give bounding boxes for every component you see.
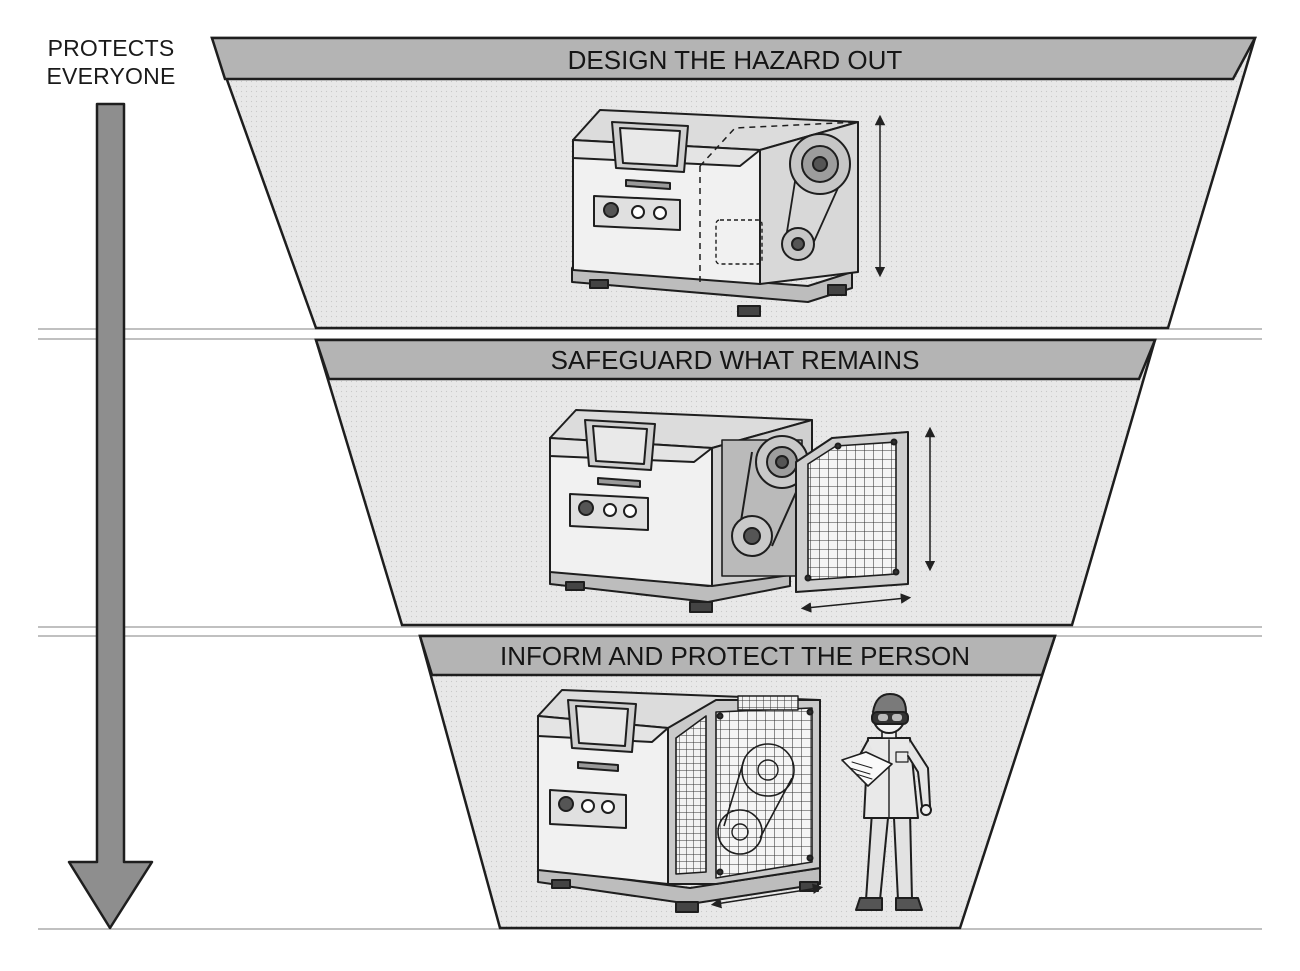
arrow-label-line-2: EVERYONE xyxy=(46,63,176,89)
tier-2: SAFEGUARD WHAT REMAINS xyxy=(314,338,1157,627)
machine-hidden-drive-illustration xyxy=(571,109,886,317)
protects-everyone-arrow xyxy=(67,102,154,930)
tier-1: DESIGN THE HAZARD OUT xyxy=(210,36,1258,330)
tier-1-title: DESIGN THE HAZARD OUT xyxy=(568,45,903,75)
machine-mesh-guard-illustration xyxy=(549,409,936,613)
arrow-label-line-1: PROTECTS xyxy=(47,35,175,61)
tier-2-title: SAFEGUARD WHAT REMAINS xyxy=(551,345,920,375)
arrow-label: PROTECTS EVERYONE xyxy=(20,34,202,90)
tier-3: INFORM AND PROTECT THE PERSON xyxy=(418,634,1057,930)
machine-fully-guarded-illustration xyxy=(537,689,824,913)
tier-3-title: INFORM AND PROTECT THE PERSON xyxy=(500,641,970,671)
worker-with-goggles-illustration xyxy=(841,693,932,911)
